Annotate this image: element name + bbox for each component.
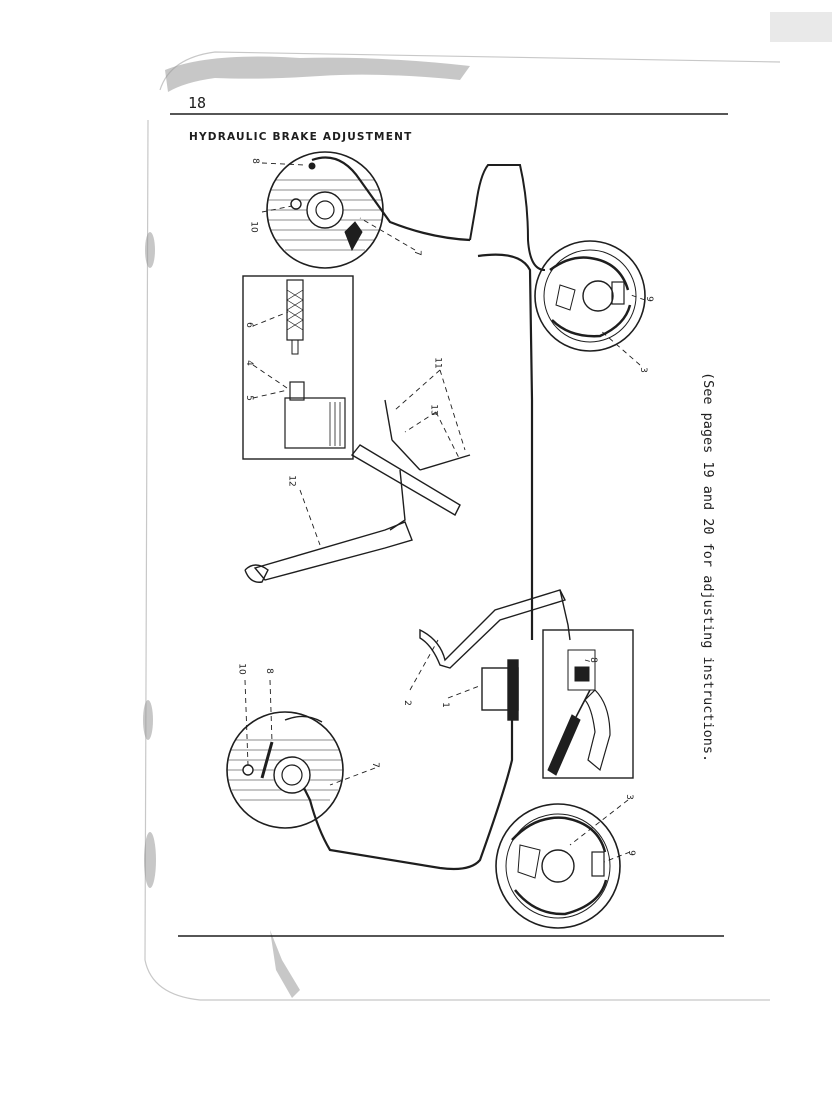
callout-9: 9 bbox=[643, 296, 654, 302]
callout-3-lower: 3 bbox=[623, 794, 634, 800]
adjustment-inset bbox=[542, 629, 634, 779]
callout-9-lower: 9 bbox=[625, 850, 636, 856]
backing-plate-front-left bbox=[226, 711, 344, 829]
stain-marks bbox=[143, 12, 832, 998]
callout-1: 1 bbox=[439, 702, 450, 708]
page-title: HYDRAULIC BRAKE ADJUSTMENT bbox=[189, 131, 413, 143]
callout-4: 4 bbox=[243, 360, 254, 366]
callout-7: 7 bbox=[411, 250, 422, 256]
master-cylinder bbox=[481, 659, 519, 721]
callout-8-inset: 8 bbox=[587, 657, 598, 663]
brake-line bbox=[299, 156, 534, 871]
callout-8-lower: 8 bbox=[263, 668, 274, 674]
backing-plate-rear-left bbox=[266, 151, 384, 269]
brake-assembly-front-right bbox=[495, 803, 621, 929]
callout-leaders bbox=[244, 162, 646, 863]
side-note: (See pages 19 and 20 for adjusting instr… bbox=[700, 372, 716, 763]
callout-10: 10 bbox=[248, 221, 259, 233]
page-number: 18 bbox=[188, 94, 207, 112]
callout-7-lower: 7 bbox=[369, 762, 380, 768]
brake-assembly-rear-right bbox=[534, 240, 646, 352]
callout-11: 11 bbox=[432, 357, 443, 369]
brake-pedal bbox=[419, 589, 571, 669]
callout-8: 8 bbox=[249, 158, 260, 164]
callout-2: 2 bbox=[401, 700, 412, 706]
hand-brake-lever bbox=[244, 521, 413, 583]
callout-6: 6 bbox=[243, 322, 254, 328]
page-edge bbox=[144, 51, 781, 1001]
reservoir-inset bbox=[242, 275, 354, 460]
cross-shaft bbox=[350, 399, 471, 531]
brake-line-hose-top bbox=[469, 164, 546, 271]
callout-12: 12 bbox=[286, 475, 297, 487]
callout-5: 5 bbox=[243, 395, 254, 401]
callout-3: 3 bbox=[637, 367, 648, 373]
callout-13: 13 bbox=[428, 404, 439, 416]
callout-10-lower: 10 bbox=[236, 663, 247, 675]
